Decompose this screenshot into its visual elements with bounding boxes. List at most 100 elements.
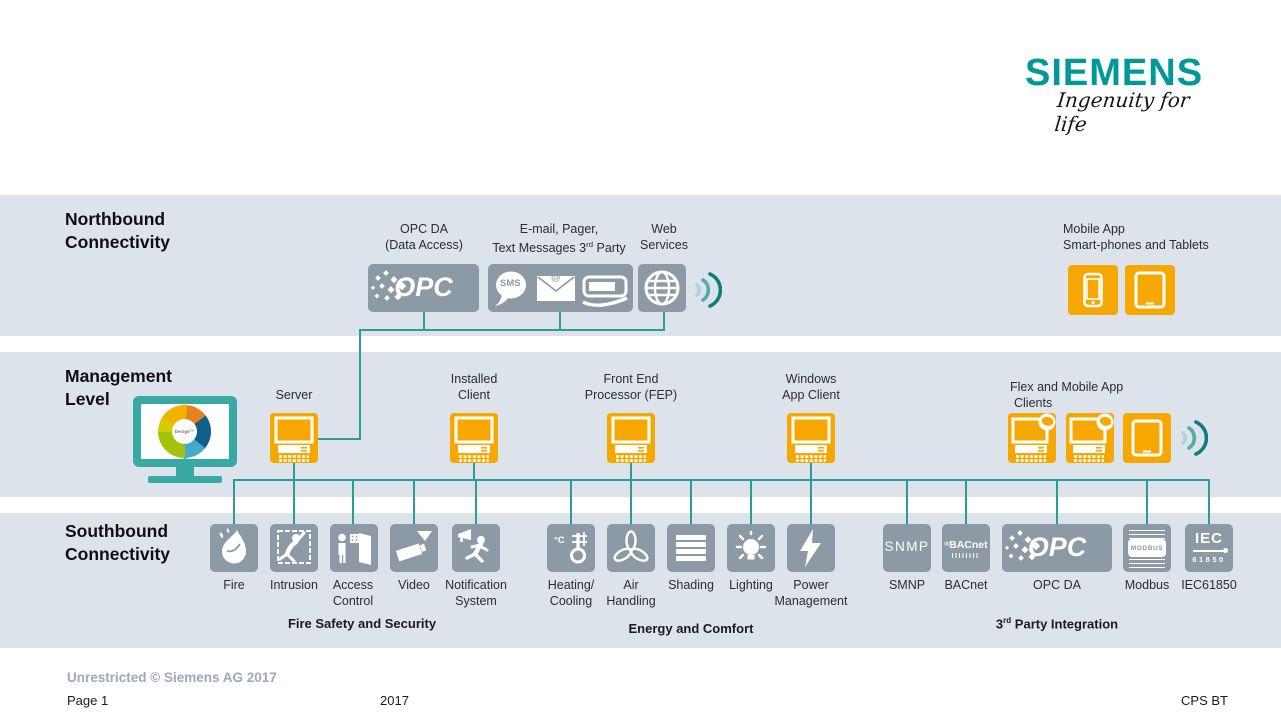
tablet-box bbox=[1125, 265, 1175, 315]
connector-stub-access bbox=[352, 479, 354, 524]
category-3rd-party-integration: 3rd Party Integration bbox=[995, 616, 1119, 632]
iec61850-label: IEC61850 bbox=[1181, 578, 1237, 592]
connector-stub-opcda bbox=[1056, 479, 1058, 524]
bacnet-building-icon bbox=[952, 553, 980, 558]
connector-server-link bbox=[318, 438, 361, 440]
footer-year: 2017 bbox=[380, 693, 409, 708]
lightning-bolt-icon bbox=[800, 529, 821, 567]
connector-stub-heating bbox=[570, 479, 572, 524]
modbus-label: Modbus bbox=[1124, 578, 1170, 592]
siemens-logo: SIEMENS bbox=[1025, 52, 1204, 94]
smnp-label: SMNP bbox=[888, 578, 926, 592]
intrusion-box bbox=[270, 524, 318, 572]
connector-fep-down bbox=[630, 462, 632, 480]
modbus-box-text: MODBUS bbox=[1128, 539, 1166, 557]
connector-stub-modbus bbox=[1146, 479, 1148, 524]
globe-icon bbox=[644, 270, 680, 306]
monitor-dot bbox=[183, 458, 187, 462]
installed-client-box bbox=[450, 413, 498, 463]
bacnet-box: ®BACnet bbox=[942, 524, 990, 572]
category-fire-safety-security: Fire Safety and Security bbox=[287, 616, 437, 631]
flex-client-box-1 bbox=[1008, 413, 1056, 463]
email-at-symbol: @ bbox=[551, 272, 561, 283]
bacnet-registered-mark: ® bbox=[944, 541, 950, 548]
connector-stub-air bbox=[630, 479, 632, 524]
connector-stub-lighting bbox=[750, 479, 752, 524]
access-control-icon bbox=[338, 533, 371, 565]
workstation-icon bbox=[454, 416, 494, 462]
southbound-title: Southbound Connectivity bbox=[65, 521, 171, 564]
web-services-box bbox=[638, 264, 686, 312]
connector-stub-snmp bbox=[906, 479, 908, 524]
management-title: Management Level bbox=[65, 366, 172, 409]
connector-installed-down bbox=[473, 462, 475, 480]
windows-app-client-box bbox=[787, 413, 835, 463]
workstation-icon bbox=[791, 416, 831, 462]
lighting-label: Lighting bbox=[729, 578, 773, 592]
shading-label: Shading bbox=[668, 578, 714, 592]
workstation-icon bbox=[274, 416, 314, 462]
opc-da-box: OPC bbox=[368, 264, 479, 312]
wireless-signal-icon bbox=[1181, 420, 1208, 456]
sms-email-pager-icon bbox=[495, 271, 628, 307]
connector-stub-fire bbox=[233, 479, 235, 524]
opc-logo-pixels-icon bbox=[1004, 530, 1041, 561]
iec-line bbox=[1193, 550, 1225, 552]
access-control-box bbox=[330, 524, 378, 572]
thermometer-icon bbox=[570, 532, 587, 564]
connector-winapp-down bbox=[810, 462, 812, 480]
connector-opc-stub bbox=[423, 312, 425, 330]
video-camera-icon bbox=[395, 531, 432, 562]
footer-page-number: Page 1 bbox=[67, 693, 109, 708]
fire-box bbox=[210, 524, 258, 572]
heating-degree-text: °C bbox=[554, 535, 565, 546]
wireless-signal-icon bbox=[695, 272, 722, 308]
email-pager-box: SMS @ bbox=[488, 264, 633, 312]
snmp-box: SNMP bbox=[883, 524, 931, 572]
modbus-stripes-bottom bbox=[1129, 559, 1165, 568]
air-handling-box bbox=[607, 524, 655, 572]
connector-bus bbox=[233, 479, 1210, 481]
video-box bbox=[390, 524, 438, 572]
shading-box bbox=[667, 524, 715, 572]
monitor-base bbox=[148, 476, 222, 483]
lighting-box bbox=[727, 524, 775, 572]
connector-stub-power bbox=[810, 479, 812, 524]
server-box bbox=[270, 413, 318, 463]
northbound-title: Northbound Connectivity bbox=[65, 209, 171, 252]
siemens-tagline: Ingenuity for life bbox=[1053, 88, 1191, 136]
intrusion-icon bbox=[277, 530, 311, 564]
desigo-wheel: Desigo™ bbox=[158, 405, 211, 458]
email-pager-label: E-mail, Pager, Text Messages 3rd Party bbox=[492, 222, 626, 256]
iec-box-text: IEC bbox=[1194, 530, 1223, 547]
flex-clients-label: Flex and Mobile App Clients bbox=[1010, 380, 1124, 410]
opc-logo-text: OPC bbox=[394, 272, 453, 302]
connector-stub-iec bbox=[1208, 479, 1210, 524]
heating-cooling-label: Heating/Cooling bbox=[547, 578, 595, 608]
workstation-icon bbox=[611, 416, 651, 462]
tablet-icon bbox=[1131, 419, 1163, 457]
notification-system-box bbox=[452, 524, 500, 572]
connector-north-horizontal bbox=[360, 329, 665, 331]
blinds-icon bbox=[676, 535, 706, 561]
bacnet-label: BACnet bbox=[944, 578, 988, 592]
connector-stub-shading bbox=[690, 479, 692, 524]
power-management-box bbox=[787, 524, 835, 572]
iec61850-box: IEC 61850 bbox=[1185, 524, 1233, 572]
connector-north-to-server bbox=[359, 329, 361, 439]
desigo-monitor: Desigo™ bbox=[133, 396, 237, 467]
desigo-wheel-label: Desigo™ bbox=[172, 419, 197, 444]
iec-dot bbox=[1223, 548, 1228, 554]
snmp-box-text: SNMP bbox=[884, 539, 930, 554]
sms-text: SMS bbox=[500, 278, 521, 289]
windows-app-client-label: Windows App Client bbox=[782, 372, 840, 402]
bacnet-box-text: BACnet bbox=[949, 539, 988, 551]
fep-box bbox=[607, 413, 655, 463]
tablet-icon bbox=[1134, 271, 1166, 309]
smartphone-box bbox=[1068, 265, 1118, 315]
monitor-stand bbox=[176, 467, 194, 477]
